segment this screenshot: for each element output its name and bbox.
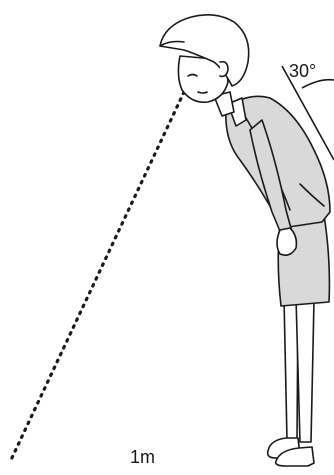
distance-label: 1m xyxy=(130,448,155,466)
hands xyxy=(277,228,296,255)
angle-label: 30° xyxy=(289,62,316,80)
line-of-sight xyxy=(10,92,184,462)
ear xyxy=(220,62,228,77)
bowing-woman-figure xyxy=(160,15,330,466)
front-leg xyxy=(296,298,314,442)
